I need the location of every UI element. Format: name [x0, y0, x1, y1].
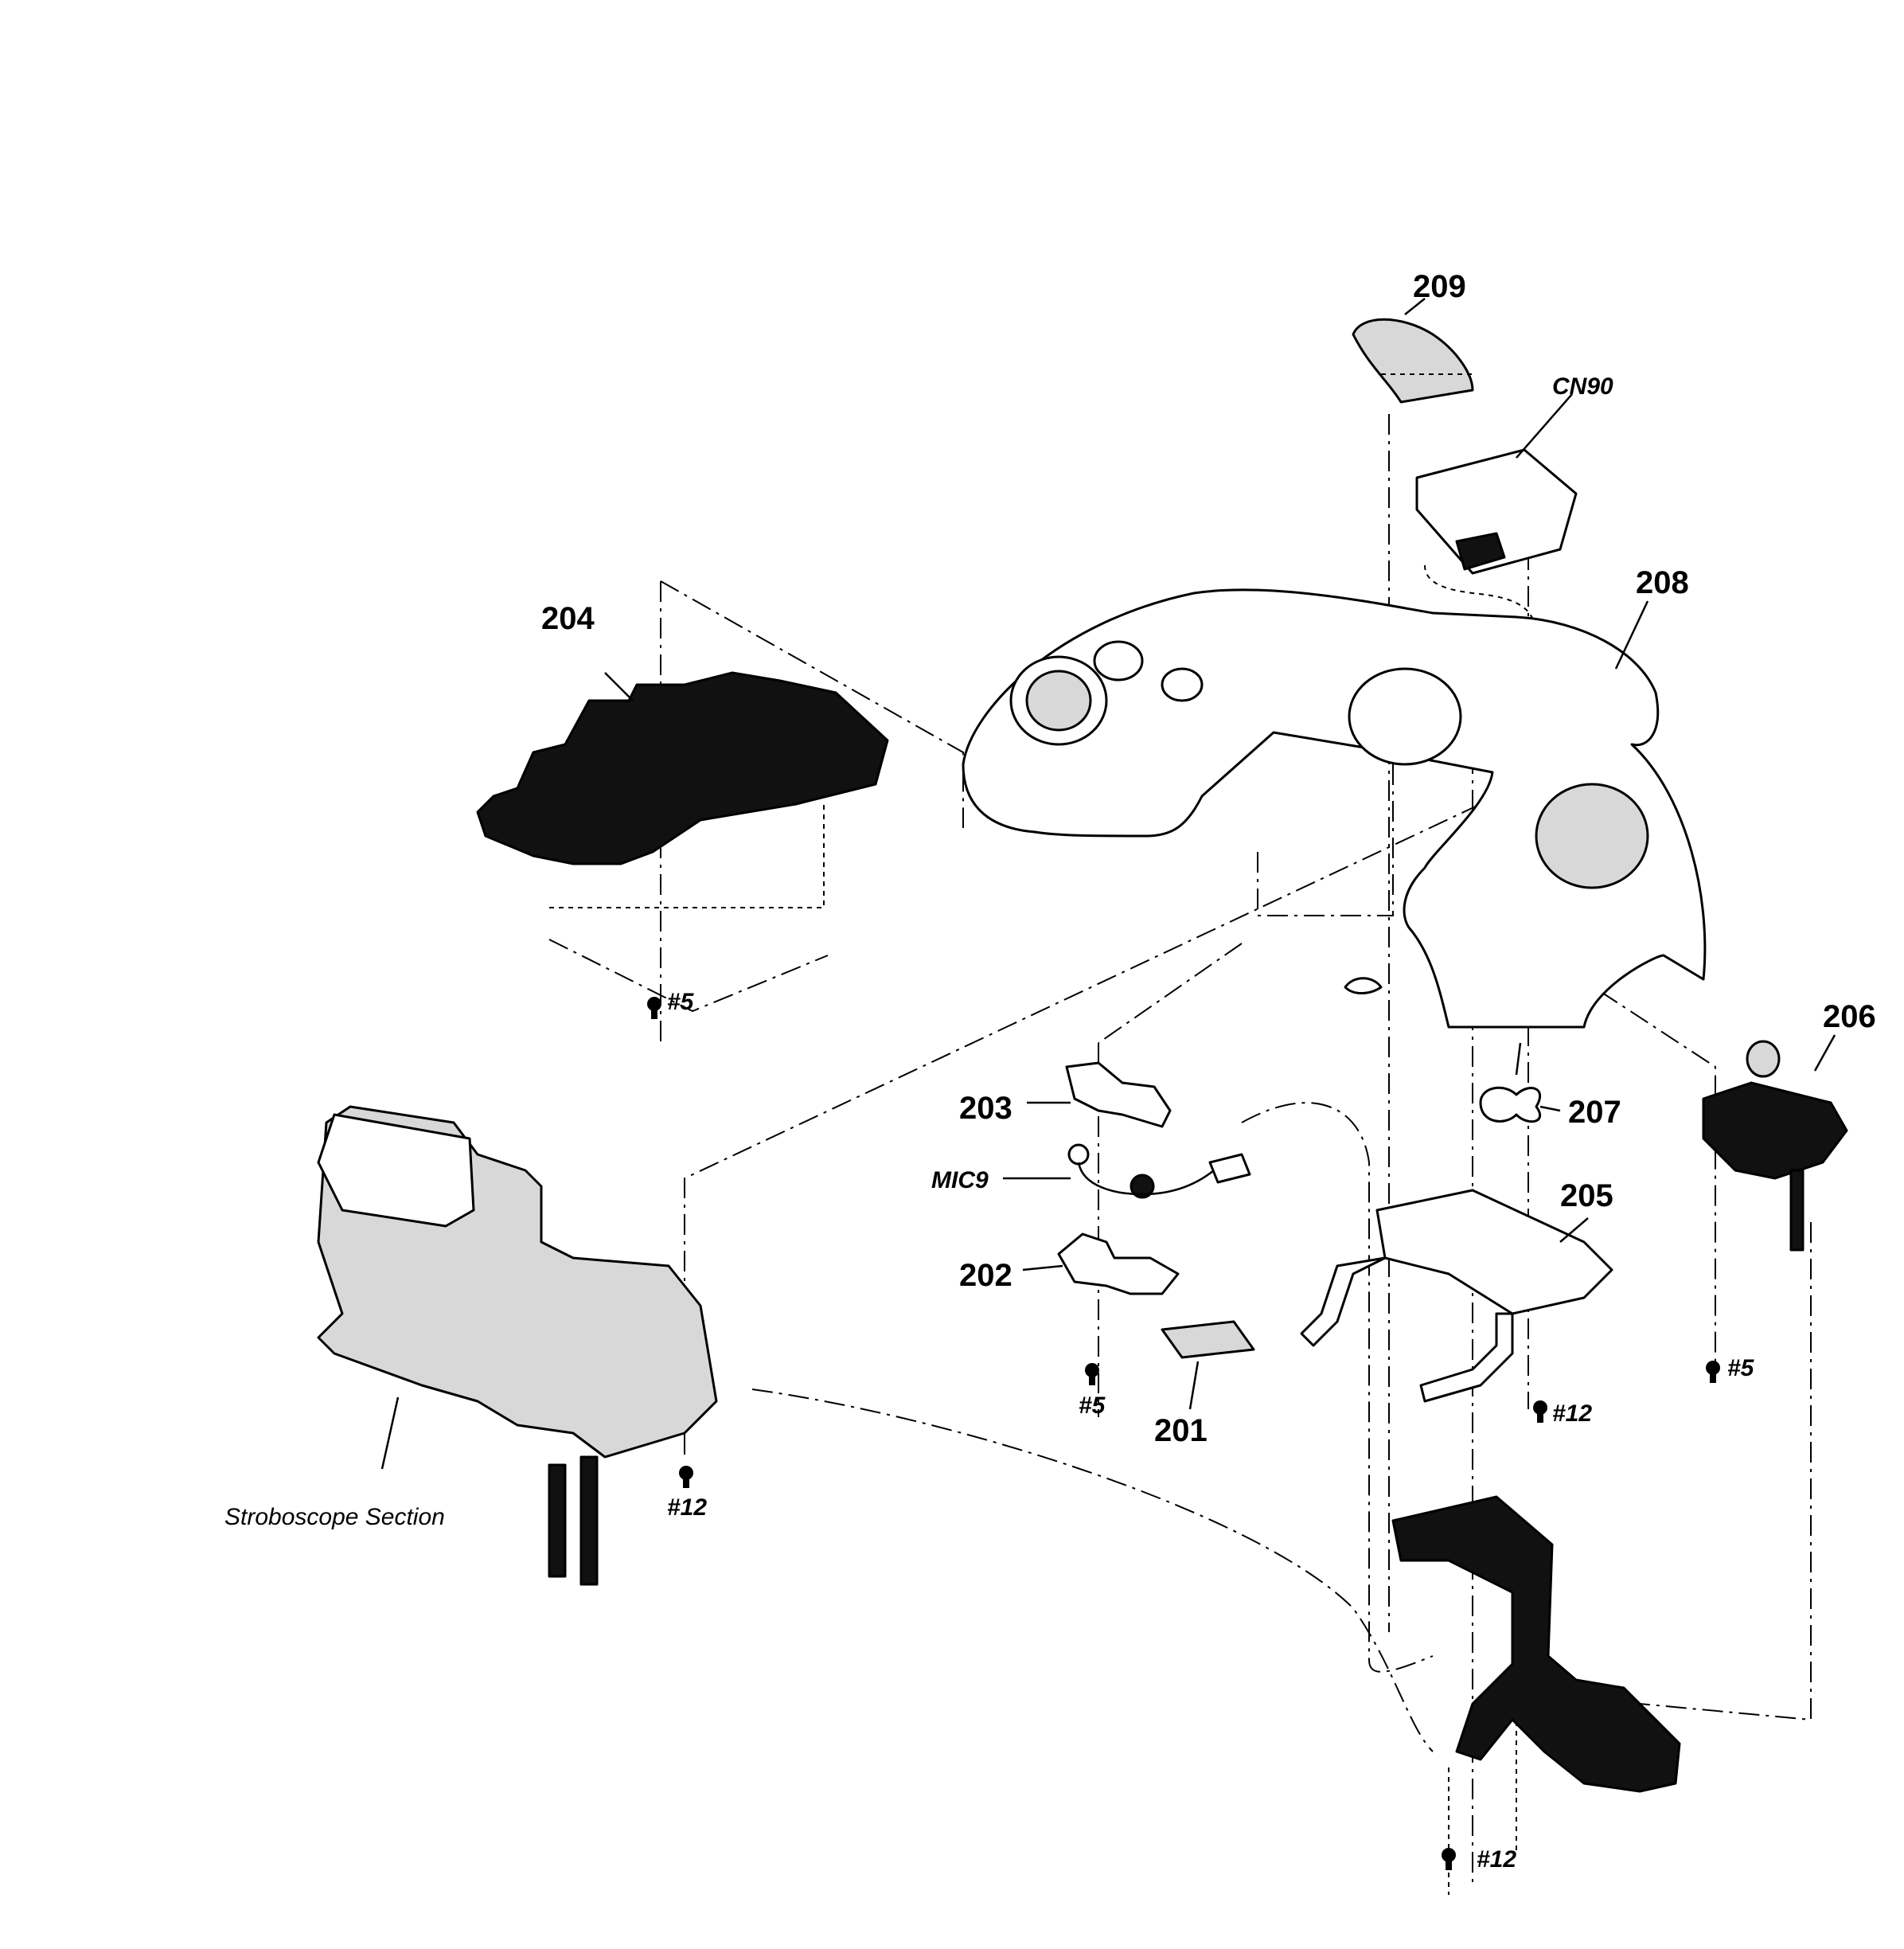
label-stroboscope-section: Stroboscope Section — [224, 1504, 445, 1530]
cn90-connector — [1415, 393, 1578, 575]
label-part-202: 202 — [959, 1258, 1012, 1293]
label-screw-5-a: #5 — [667, 989, 695, 1015]
label-screw-12-c: #12 — [1477, 1846, 1516, 1873]
label-part-207: 207 — [1568, 1095, 1621, 1130]
part-208-top-cover — [962, 588, 1707, 1029]
label-part-208: 208 — [1636, 565, 1689, 600]
label-part-201: 201 — [1154, 1413, 1208, 1448]
part-201-sheet — [1161, 1320, 1255, 1410]
screw-icon — [647, 997, 661, 1019]
labels: 209 CN90 208 204 #5 206 203 207 MIC9 205… — [224, 269, 1876, 1873]
mic9-microphone — [1003, 1143, 1251, 1199]
label-screw-5-c: #5 — [1727, 1355, 1755, 1381]
screw-icon — [1533, 1400, 1547, 1423]
label-part-209: 209 — [1413, 269, 1466, 304]
screw-icon — [1442, 1848, 1456, 1870]
screw-icon — [1085, 1363, 1099, 1385]
label-cn90: CN90 — [1552, 373, 1613, 400]
screw-icon — [679, 1466, 693, 1488]
screw-icon — [1706, 1361, 1720, 1383]
part-209-button-cluster — [1352, 298, 1474, 404]
part-203-holder — [1027, 1061, 1172, 1128]
part-207-badge — [1479, 1042, 1561, 1123]
part-205-bracket — [1300, 1189, 1613, 1403]
label-mic9: MIC9 — [931, 1167, 989, 1193]
screw-glyphs — [647, 997, 1720, 1870]
label-part-206: 206 — [1823, 999, 1876, 1034]
part-204-board — [476, 671, 889, 865]
label-screw-12-a: #12 — [1552, 1400, 1592, 1427]
label-part-204: 204 — [541, 601, 595, 636]
label-screw-12-b: #12 — [667, 1494, 707, 1521]
label-part-205: 205 — [1560, 1178, 1613, 1213]
part-206-flex — [1702, 1034, 1848, 1252]
label-part-203: 203 — [959, 1091, 1012, 1126]
stroboscope-section — [317, 1105, 718, 1586]
part-202-holder — [1022, 1232, 1180, 1295]
label-screw-5-b: #5 — [1079, 1392, 1106, 1419]
main-flex-board — [1391, 1495, 1681, 1793]
